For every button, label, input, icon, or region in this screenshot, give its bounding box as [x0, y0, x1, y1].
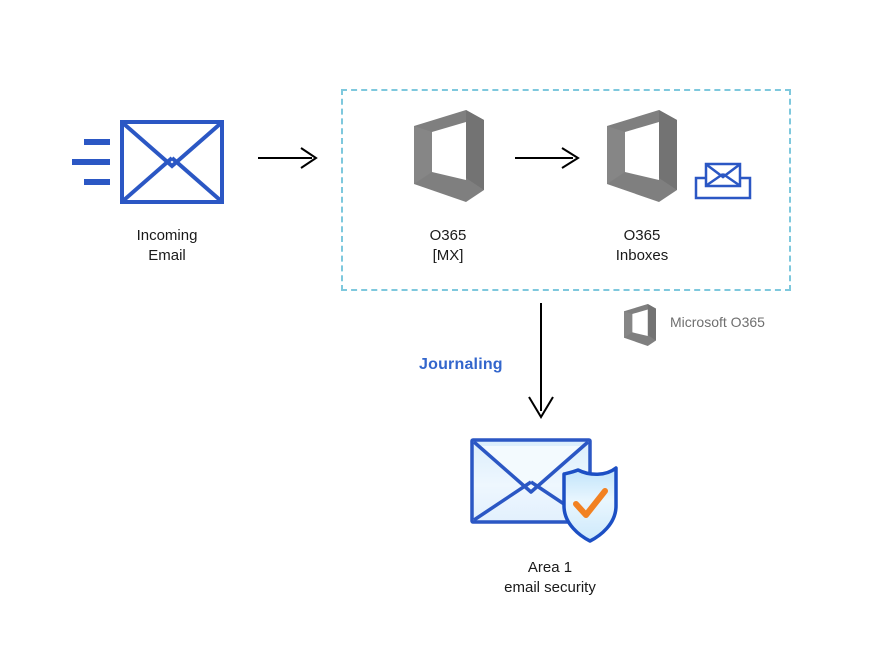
o365-mx-label: O365 [MX]	[429, 227, 467, 264]
legend-label-microsoft-o365: Microsoft O365	[670, 314, 765, 330]
arrow-right-icon	[258, 145, 320, 171]
journaling-edge-label: Journaling	[419, 356, 503, 373]
secure-email-shield-icon	[468, 432, 632, 544]
office365-icon	[599, 110, 685, 202]
arrow-down-icon	[524, 303, 560, 421]
envelope-icon	[72, 118, 227, 210]
o365-inboxes-label: O365 Inboxes	[615, 227, 669, 264]
area1-label: Area 1 email security	[504, 559, 596, 596]
microsoft-o365-zone-boundary	[341, 89, 791, 291]
office365-icon	[620, 304, 660, 346]
incoming-email-label: Incoming Email	[136, 227, 198, 264]
office365-icon	[406, 110, 492, 202]
inbox-tray-icon	[694, 160, 752, 202]
arrow-right-icon	[515, 145, 583, 171]
